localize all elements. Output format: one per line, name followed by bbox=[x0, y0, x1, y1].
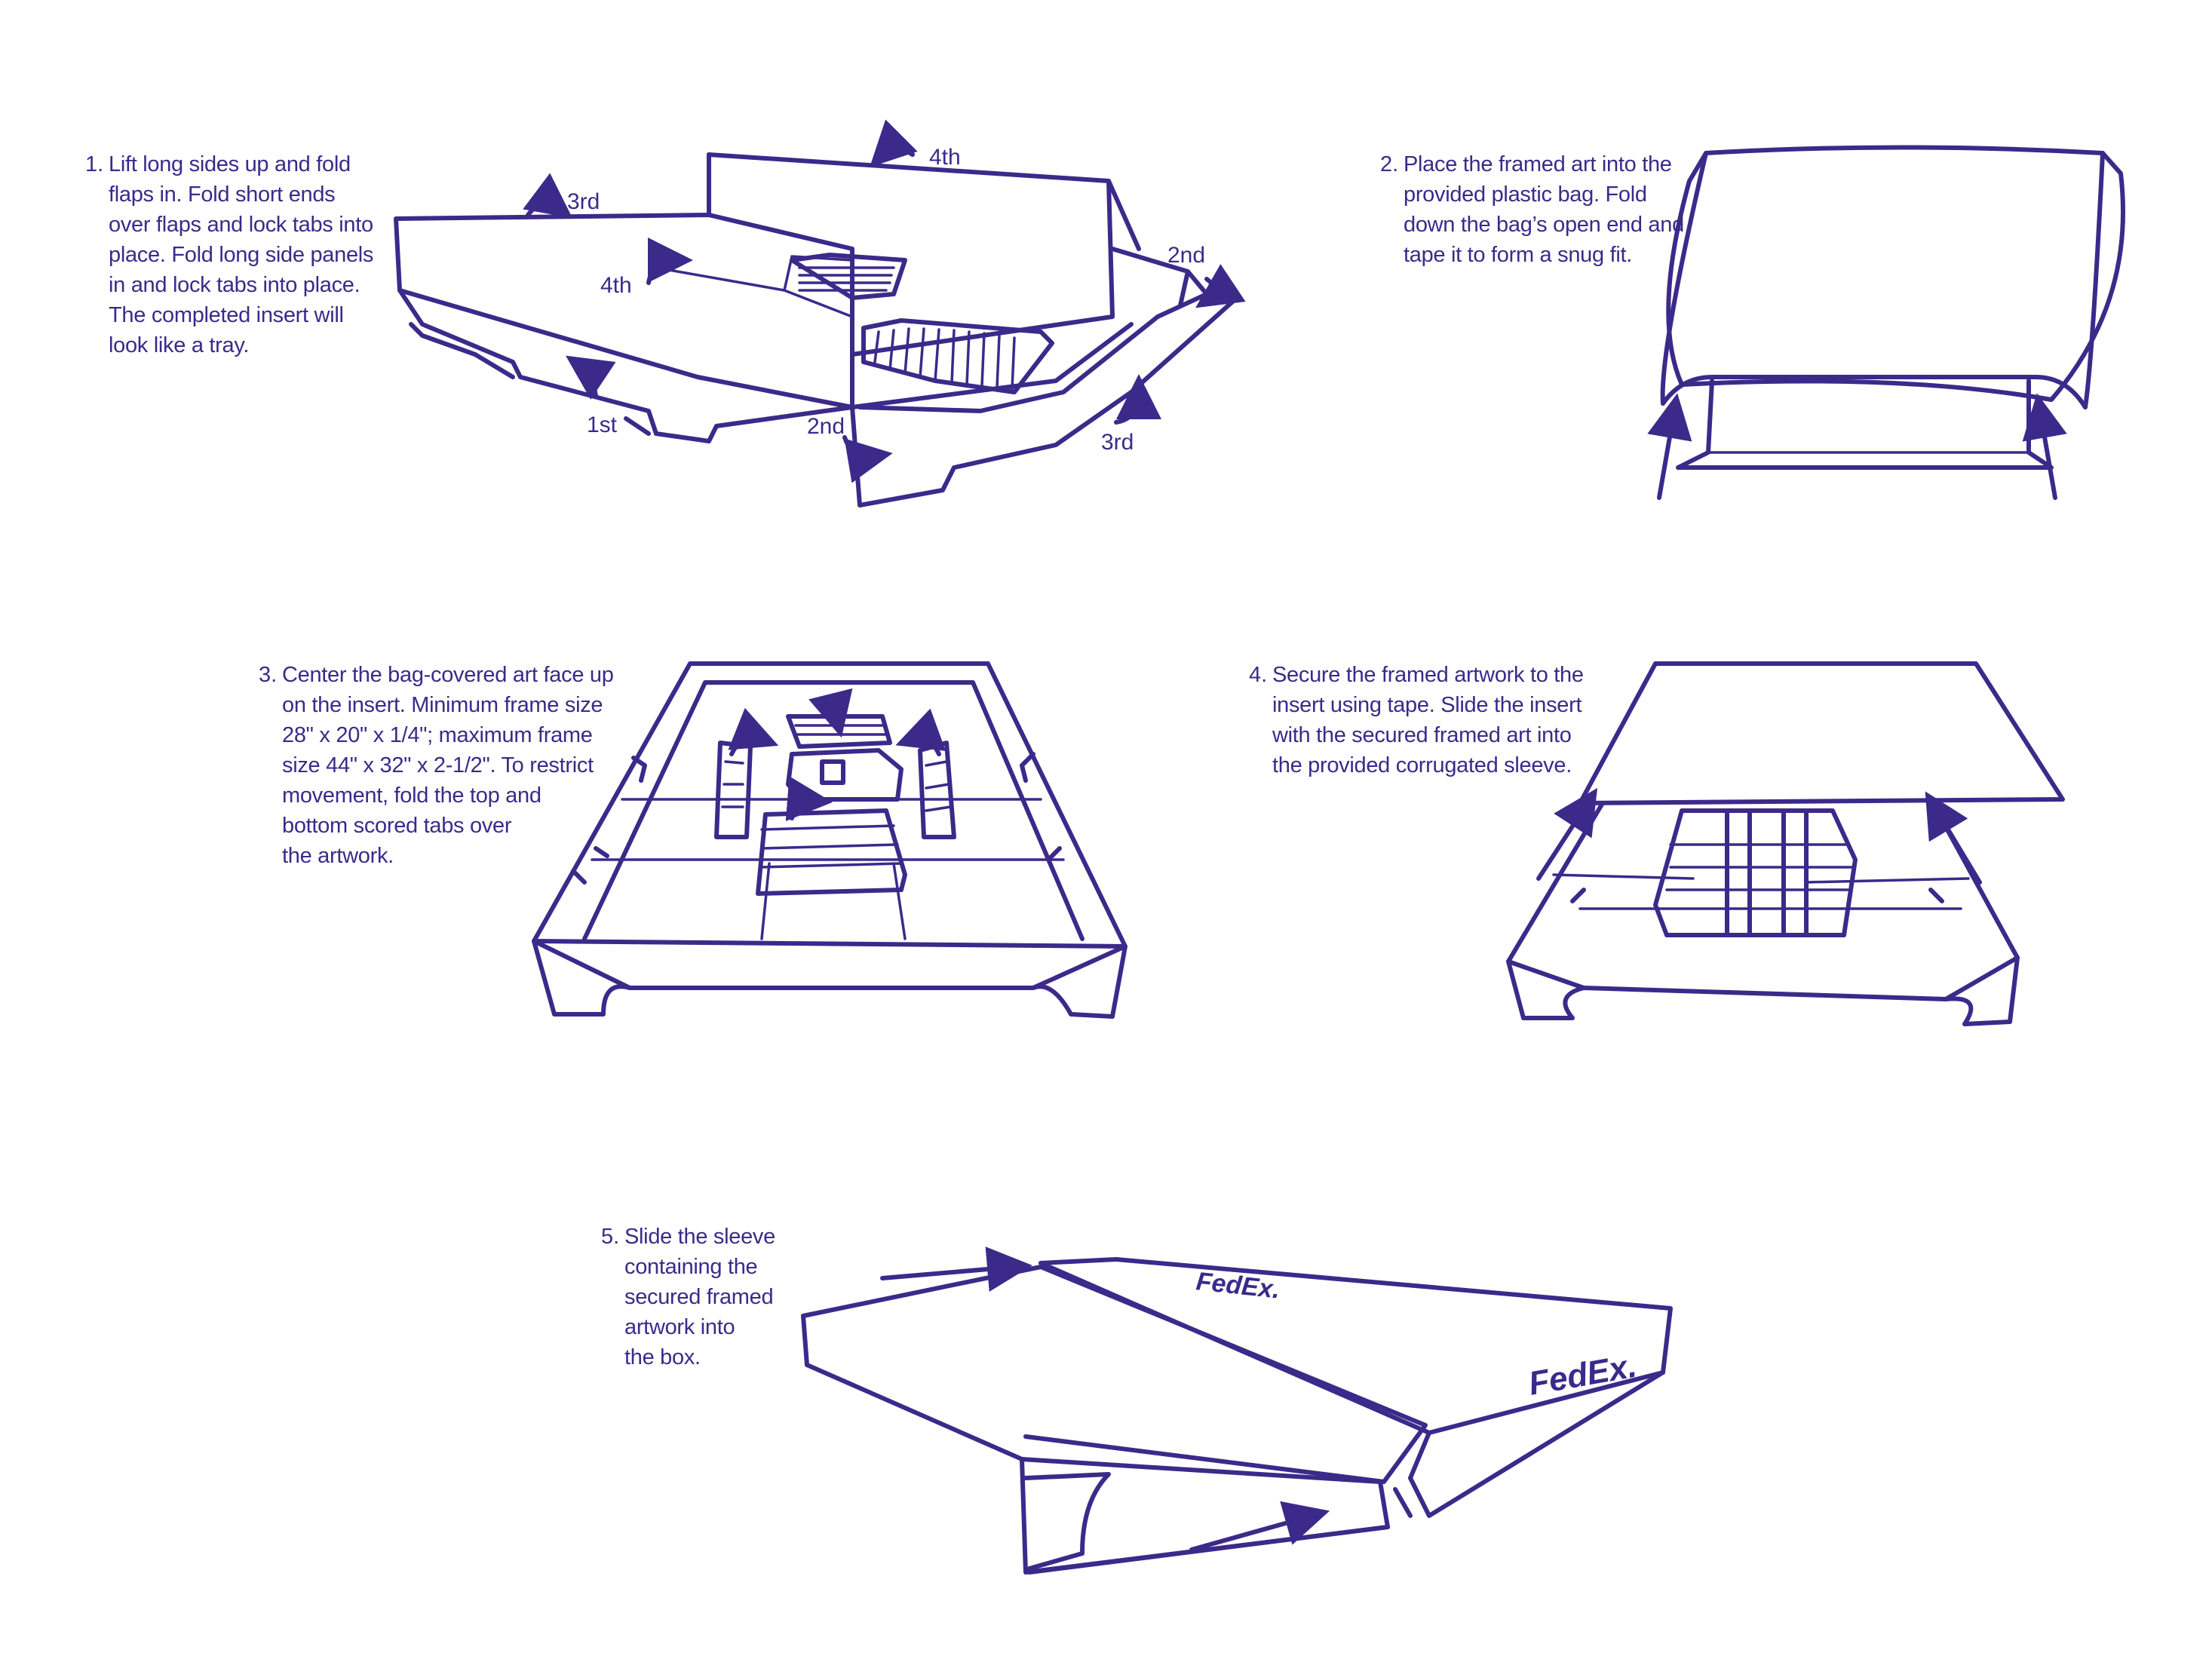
fold-arrow-right bbox=[913, 738, 939, 754]
insert-front-wall bbox=[534, 941, 1125, 946]
insert-in-sleeve bbox=[1508, 799, 2017, 1024]
slide-arrow-right bbox=[1934, 807, 1980, 882]
tray-inner-edge bbox=[656, 256, 852, 317]
fold-arrow-4th-top bbox=[882, 149, 913, 155]
plastic-bag bbox=[1668, 148, 2123, 400]
top-tab-lines bbox=[796, 725, 886, 734]
fold-label-2nd: 2nd bbox=[807, 414, 845, 439]
tray-ribs-lower bbox=[864, 320, 1052, 392]
bag-curve-right bbox=[2085, 153, 2103, 407]
right-scored-tab bbox=[920, 743, 954, 837]
tray-ribs-upper bbox=[792, 255, 905, 298]
fold-label-1st: 1st bbox=[587, 412, 618, 437]
tray-left-end bbox=[396, 215, 852, 407]
fold-label-2nd: 2nd bbox=[1167, 243, 1205, 268]
corrugated-sleeve bbox=[1580, 664, 2063, 803]
fold-label-3rd: 3rd bbox=[567, 189, 600, 214]
slide-arrow-left bbox=[1659, 411, 1674, 498]
figure-5-box: FedEx. FedEx. bbox=[803, 1259, 1671, 1572]
box-lid bbox=[1041, 1259, 1671, 1433]
insert-left-tabs bbox=[573, 758, 645, 882]
figure-1-tray-insert: 3rd 4th 4th 2nd 1st 2nd 3rd bbox=[396, 145, 1237, 505]
tray-back-panel bbox=[709, 155, 1112, 354]
insert-front-right bbox=[1033, 946, 1125, 988]
figure-2-bagged-art bbox=[1659, 148, 2123, 498]
secured-art bbox=[1655, 811, 1855, 935]
framed-art bbox=[1678, 381, 2051, 468]
figure-3-art-on-insert bbox=[534, 664, 1125, 1017]
fold-label-4th: 4th bbox=[929, 145, 961, 170]
sleeve-top bbox=[803, 1267, 1425, 1482]
slide-arrow-right bbox=[2040, 411, 2055, 498]
insert-grid bbox=[592, 799, 1063, 939]
sleeve-cutout bbox=[1026, 1474, 1109, 1569]
fold-arrow-2nd-front bbox=[845, 437, 875, 457]
box-inner-edge bbox=[1395, 1489, 1410, 1516]
sleeve-left bbox=[803, 1316, 1022, 1459]
tape-square bbox=[822, 762, 843, 783]
insert-front-left bbox=[534, 941, 630, 988]
art-stack bbox=[758, 811, 905, 894]
figure-4-sleeve bbox=[1508, 664, 2063, 1024]
left-scored-tab bbox=[716, 743, 750, 837]
fold-label-4th: 4th bbox=[600, 273, 632, 298]
fold-arrow-3rd-left bbox=[528, 203, 558, 215]
insert-grid bbox=[1554, 875, 1968, 909]
sleeve-tabs bbox=[1572, 890, 1942, 901]
tape-strips bbox=[1727, 811, 1806, 935]
fold-label-3rd: 3rd bbox=[1101, 430, 1134, 455]
